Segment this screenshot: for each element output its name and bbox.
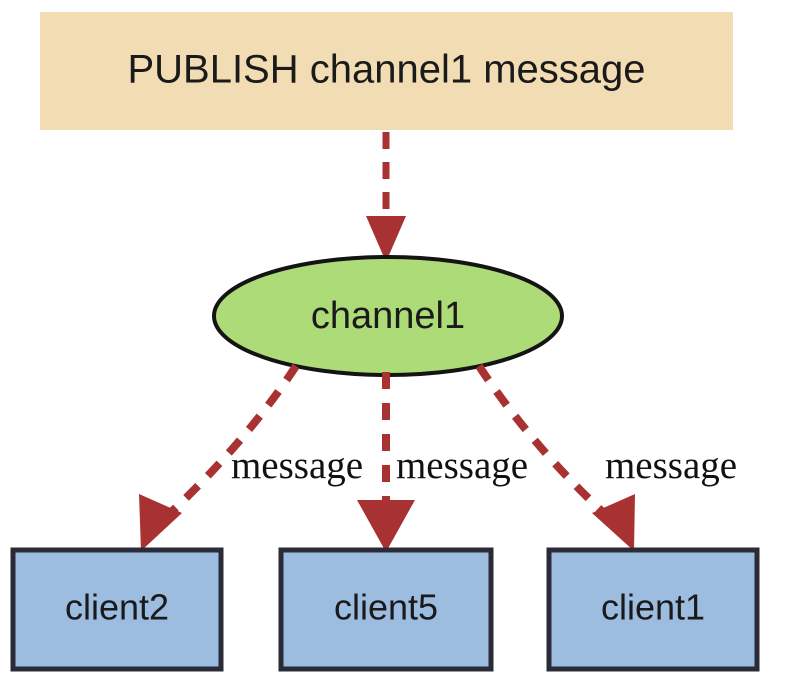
client-node-client5-rect — [278, 547, 494, 672]
client-node-client2[interactable]: client2 — [10, 547, 224, 672]
client-node-client5-label: client5 — [334, 587, 438, 628]
client-node-client5[interactable]: client5 — [278, 547, 494, 672]
edge-channel-to-client5 — [357, 372, 415, 552]
client-node-client1-label: client1 — [601, 587, 705, 628]
edge-channel-to-client1 — [475, 363, 635, 551]
edge-publish-to-channel-arrowhead — [366, 216, 406, 262]
edge-label-message-client2: message — [231, 444, 363, 487]
edge-label-message-client1: message — [605, 444, 737, 487]
client-node-client2-rect — [10, 547, 224, 672]
channel-node[interactable]: channel1 — [212, 255, 564, 377]
edge-channel-to-client1-path — [475, 363, 619, 527]
edge-label-message-client5: message — [396, 444, 528, 487]
edge-publish-to-channel — [366, 132, 406, 262]
edge-channel-to-client1-arrowhead — [592, 494, 635, 551]
edge-channel-to-client2-arrowhead — [139, 494, 182, 551]
edge-channel-to-client5-arrowhead — [357, 500, 415, 552]
publish-banner-label: PUBLISH channel1 message — [127, 48, 645, 92]
publish-banner-rect — [40, 12, 733, 130]
edge-channel-to-client2-path — [155, 363, 300, 527]
channel-node-label: channel1 — [311, 295, 465, 337]
edge-channel-to-client2 — [139, 363, 300, 551]
client-node-client1[interactable]: client1 — [546, 547, 760, 672]
publish-command-banner: PUBLISH channel1 message — [40, 12, 733, 130]
client-node-client1-rect — [546, 547, 760, 672]
client-node-client2-label: client2 — [65, 587, 169, 628]
